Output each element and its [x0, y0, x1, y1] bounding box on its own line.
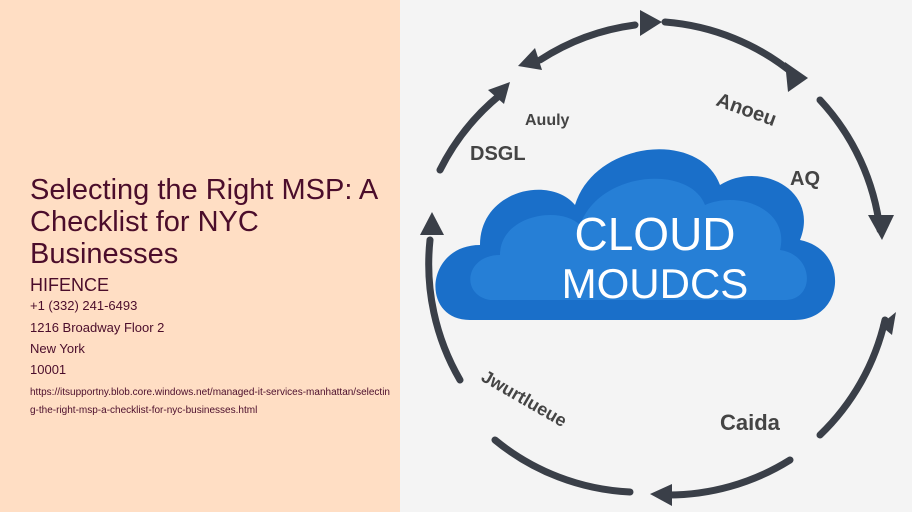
- company-name: HIFENCE: [30, 275, 110, 295]
- zip: 10001: [30, 362, 67, 377]
- label-bottom-left: Jwurtlueue: [478, 366, 570, 431]
- phone: +1 (332) 241-6493: [30, 298, 138, 313]
- cloud-cycle-image: CLOUD MOUDCS DSGL Auuly Anoeu AQ Jwurtlu…: [420, 10, 896, 506]
- page-title: Selecting the Right MSP: A Checklist for…: [30, 174, 377, 270]
- label-top: Auuly: [525, 112, 570, 129]
- cloud-icon: [435, 149, 836, 320]
- cloud-illustration: CLOUD MOUDCS DSGL Auuly Anoeu AQ Jwurtlu…: [400, 0, 912, 512]
- label-right: AQ: [790, 168, 820, 190]
- cloud-text-1: CLOUD: [574, 208, 735, 260]
- city: New York: [30, 341, 85, 356]
- label-top-right: Anoeu: [713, 89, 779, 131]
- label-top-left: DSGL: [470, 143, 526, 165]
- source-link[interactable]: https://itsupportny.blob.core.windows.ne…: [30, 387, 390, 416]
- arrow-heads: [420, 10, 896, 506]
- cycle-arrows: [425, 18, 889, 499]
- label-bottom-right: Caida: [720, 410, 781, 435]
- info-panel: Selecting the Right MSP: A Checklist for…: [0, 0, 400, 512]
- cloud-text-2: MOUDCS: [562, 260, 749, 307]
- address: 1216 Broadway Floor 2: [30, 320, 165, 335]
